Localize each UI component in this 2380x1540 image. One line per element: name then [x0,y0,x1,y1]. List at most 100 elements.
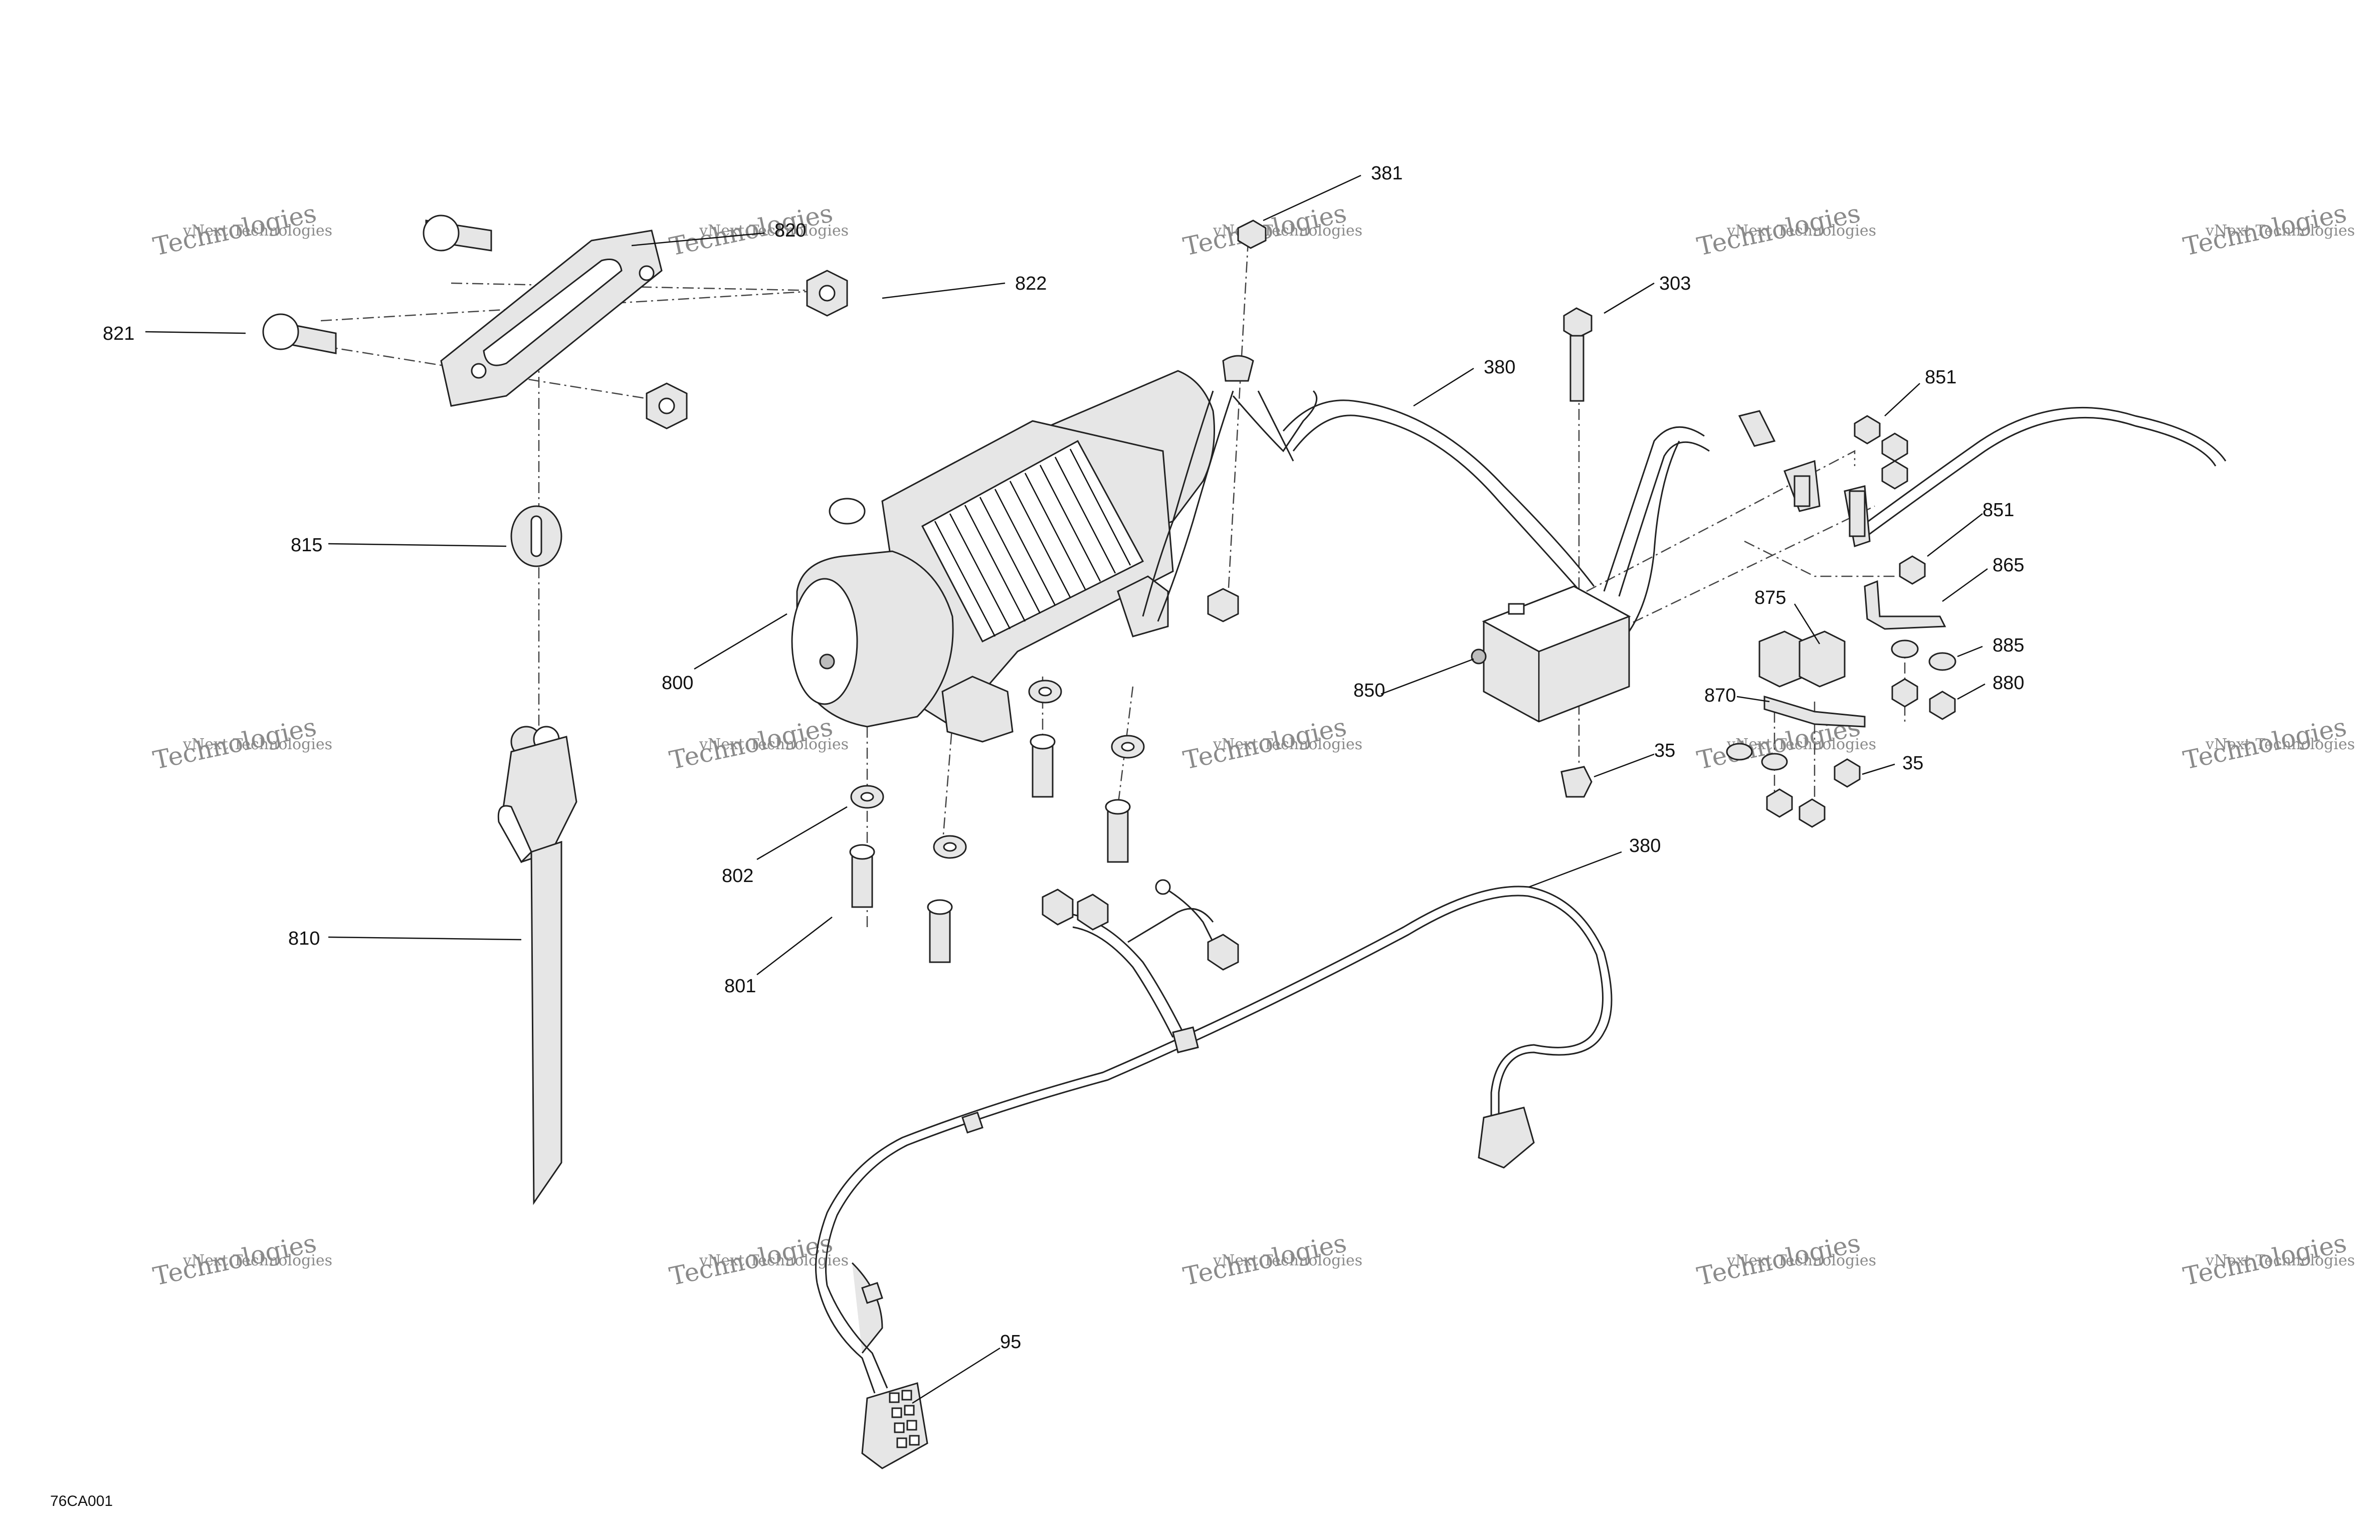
bolt-801 [1030,734,1056,798]
svg-text:vNext Technologies: vNext Technologies [1213,736,1362,753]
callout-821: 821 [103,323,134,344]
watermark: vNext Technologies Technologies [1180,1228,1362,1291]
svg-text:vNext Technologies: vNext Technologies [699,736,849,753]
nut-822-top [806,270,848,317]
leader-lines [145,174,1988,1404]
bolt-821 [262,313,337,354]
bolt-303 [1563,307,1593,402]
svg-text:Technologies: Technologies [150,712,319,775]
winch-fasteners [849,588,1239,963]
nut-880 [1891,678,1956,720]
svg-text:vNext Technologies: vNext Technologies [1213,1252,1362,1269]
nut-35-left [1560,766,1593,798]
relay-group [1726,415,1956,828]
callout-303: 303 [1659,273,1691,294]
svg-text:Technologies: Technologies [150,1228,319,1291]
svg-text:vNext Technologies: vNext Technologies [182,222,332,240]
svg-text:Technologies: Technologies [2180,198,2349,262]
ring-terminals [1794,475,1866,537]
bolt-801 [1105,799,1131,863]
callout-810: 810 [288,928,320,949]
nut-35-right [1834,758,1861,788]
watermark: vNext Technologies Technologies [1180,712,1362,775]
svg-text:Technologies: Technologies [1180,712,1349,775]
callout-865: 865 [1993,555,2024,576]
watermark: vNext Technologies Technologies [150,198,332,262]
svg-text:vNext Technologies: vNext Technologies [182,1252,332,1269]
bracket-870 [1763,695,1866,728]
callout-95: 95 [1000,1332,1021,1353]
callout-851-upper: 851 [1925,367,1956,388]
callout-851-lower: 851 [1982,500,2014,521]
harness-380-lower [815,879,1613,1354]
callout-870: 870 [1704,685,1736,706]
watermark: vNext Technologies Technologies [150,1228,332,1291]
relay-875 [1758,630,1846,688]
washer-885 [1891,639,1956,671]
svg-text:Technologies: Technologies [1694,1228,1863,1291]
fairlead-assembly [262,214,848,429]
callout-35-left: 35 [1654,740,1675,761]
winch-800 [791,370,1215,743]
watermark: vNext Technologies Technologies [1694,1228,1876,1291]
nut-851-lower [1899,555,1926,585]
nut-winch-frame [1207,588,1239,622]
callout-850: 850 [1353,680,1385,701]
svg-text:Technologies: Technologies [150,198,319,262]
callout-381: 381 [1371,163,1403,184]
svg-text:Technologies: Technologies [667,198,835,262]
svg-text:Technologies: Technologies [1694,198,1863,262]
watermark: vNext Technologies Technologies [667,198,849,262]
callout-822: 822 [1015,273,1047,294]
watermark: vNext Technologies Technologies [2180,1228,2355,1291]
callout-880: 880 [1993,673,2024,694]
washers-relay-lower [1726,743,1826,828]
drawing-code: 76CA001 [50,1493,113,1509]
svg-text:vNext Technologies: vNext Technologies [2205,222,2355,240]
connector-95 [816,1282,928,1469]
svg-text:vNext Technologies: vNext Technologies [1726,222,1876,240]
washer-802 [933,835,967,859]
callout-802: 802 [722,865,753,887]
svg-text:vNext Technologies: vNext Technologies [699,1252,849,1269]
washer-802 [1111,735,1145,759]
watermark: vNext Technologies Technologies [667,712,849,775]
callout-801: 801 [724,976,756,997]
svg-text:vNext Technologies: vNext Technologies [182,736,332,753]
callout-820: 820 [774,220,806,241]
callout-labels: 820 822 821 815 810 381 303 380 851 851 … [103,163,2024,1353]
svg-text:Technologies: Technologies [667,712,835,775]
callout-800: 800 [662,673,693,694]
bolt-801 [849,844,875,908]
cable-clip-381 [1237,219,1267,249]
nut-822-bottom [646,382,688,429]
svg-text:Technologies: Technologies [2180,1228,2349,1291]
watermark: vNext Technologies Technologies [667,1228,849,1291]
svg-text:Technologies: Technologies [2180,712,2349,775]
bolt-821-top [423,214,492,252]
svg-text:vNext Technologies: vNext Technologies [1726,1252,1876,1269]
motor-leads [1142,219,1318,622]
svg-text:Technologies: Technologies [1180,1228,1349,1291]
bracket-865 [1864,580,1946,630]
watermark: vNext Technologies Technologies [1180,198,1362,262]
callout-815: 815 [291,535,322,556]
callout-885: 885 [1993,635,2024,656]
callout-380-upper: 380 [1484,357,1515,378]
washer-802 [1028,680,1062,704]
watermark: vNext Technologies Technologies [1694,198,1876,262]
watermark: vNext Technologies Technologies [2180,712,2355,775]
callout-875: 875 [1754,587,1786,608]
contactor-850 [1471,585,1631,723]
nut-851-upper [1854,415,1908,490]
svg-text:Technologies: Technologies [667,1228,835,1291]
fairlead-slot [483,259,623,366]
callout-35-right: 35 [1902,753,1923,774]
hook-strap-810 [497,726,577,1205]
callout-380-lower: 380 [1629,835,1661,856]
winch-hook-loop [829,498,866,525]
watermark: vNext Technologies Technologies [150,712,332,775]
winch-drum [921,439,1144,643]
cap-815 [510,505,562,567]
